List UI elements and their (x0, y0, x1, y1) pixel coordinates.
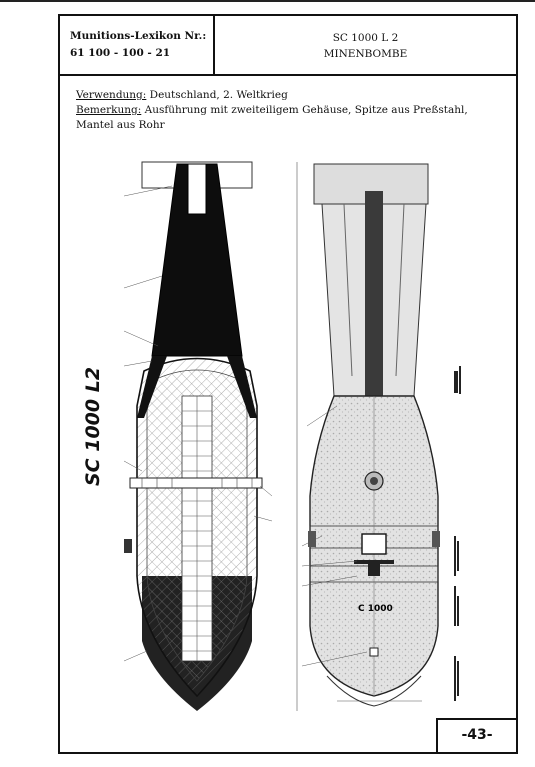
exterior-view (296, 162, 461, 711)
use-line: Verwendung: Deutschland, 2. Weltkrieg (76, 88, 506, 103)
remark-text: Ausführung mit zweiteiligem Gehäuse, Spi… (76, 104, 468, 131)
lexikon-label: Munitions-Lexikon Nr.: (70, 30, 207, 42)
use-label: Verwendung: (76, 89, 147, 101)
bomb-technical-drawing: C 1000 (123, 161, 461, 711)
bomb-designation: SC 1000 L 2 (332, 32, 399, 44)
use-text: Deutschland, 2. Weltkrieg (146, 89, 288, 101)
page-number-cell: -43- (436, 718, 516, 752)
top-rule (0, 0, 535, 2)
bomb-type: MINENBOMBE (323, 48, 408, 60)
datasheet: Munitions-Lexikon Nr.: 61 100 - 100 - 21… (58, 14, 518, 754)
info-block: Verwendung: Deutschland, 2. Weltkrieg Be… (76, 88, 506, 133)
lexikon-reference-cell: Munitions-Lexikon Nr.: 61 100 - 100 - 21 (60, 16, 215, 76)
page-number: -43- (461, 727, 493, 743)
remark-label: Bemerkung: (76, 104, 142, 116)
designation-cell: SC 1000 L 2 MINENBOMBE (215, 16, 516, 76)
remark-line: Bemerkung: Ausführung mit zweiteiligem G… (76, 103, 506, 133)
section-view (123, 161, 273, 711)
body-marking: C 1000 (358, 604, 393, 614)
side-label: SC 1000 L2 (82, 366, 104, 486)
lexikon-number: 61 100 - 100 - 21 (70, 47, 171, 59)
